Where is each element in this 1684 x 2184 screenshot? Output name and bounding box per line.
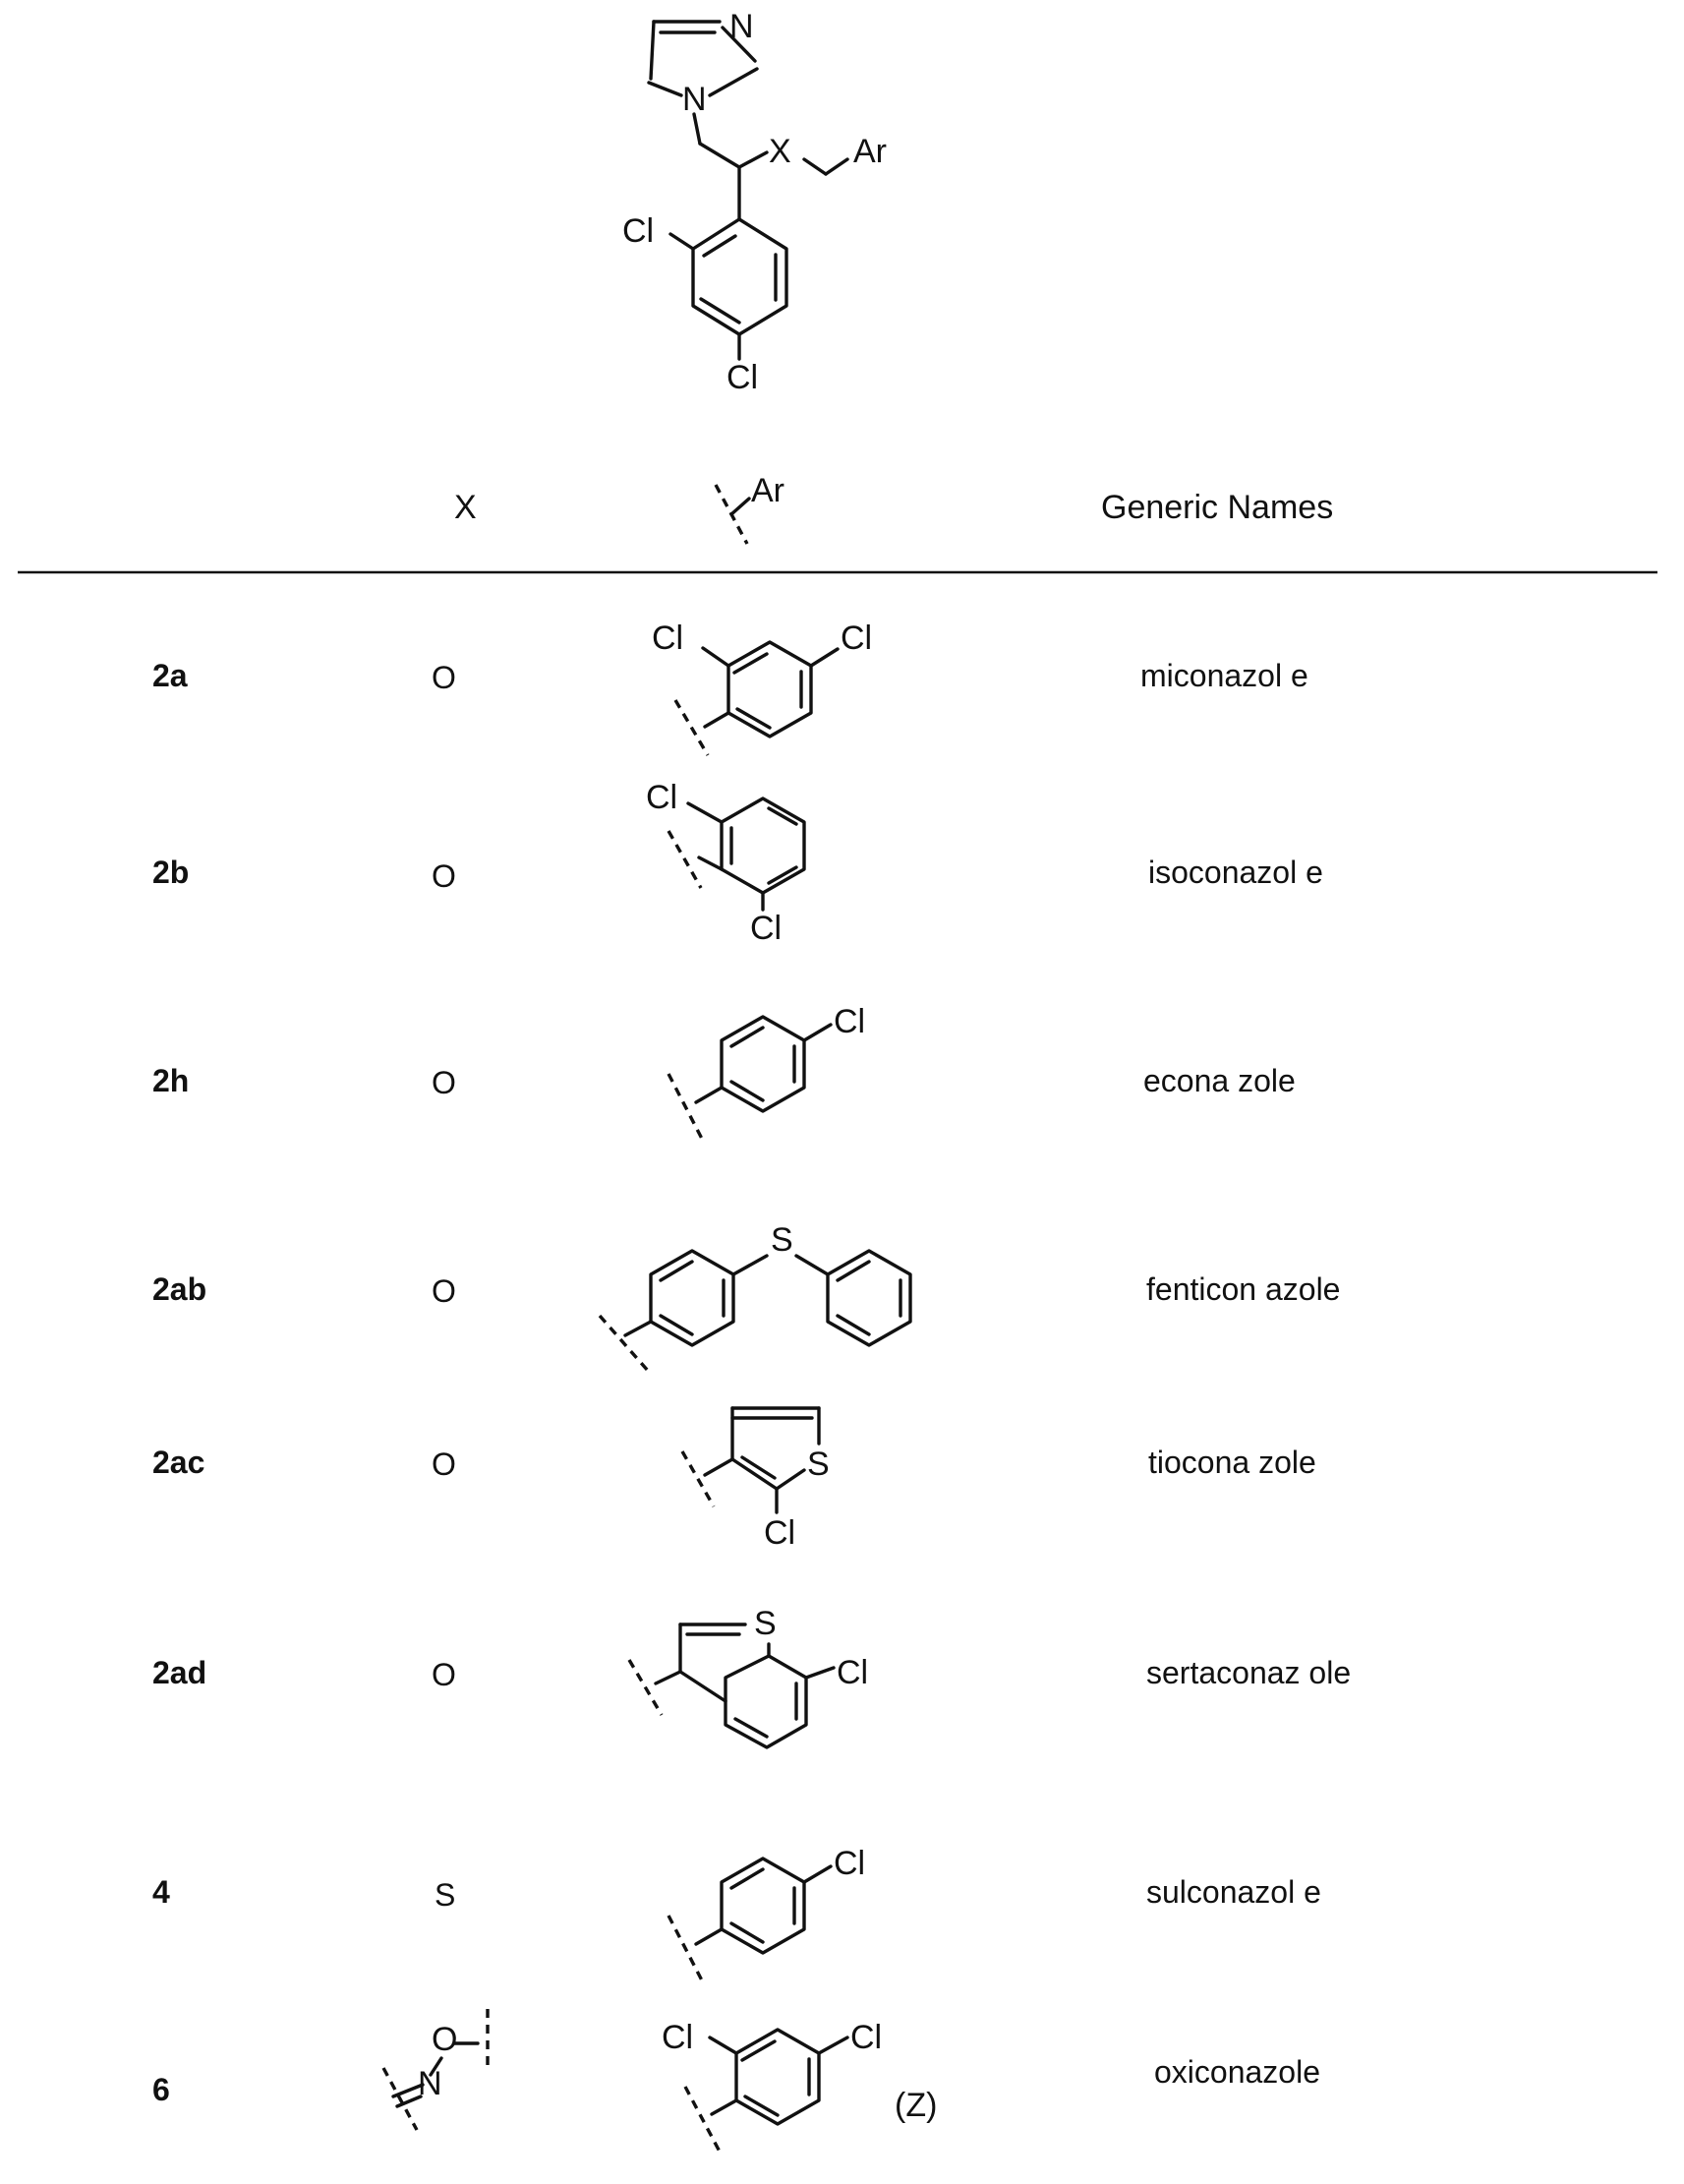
ar-structure: Cl xyxy=(667,1845,865,1983)
ar-label: S xyxy=(754,1605,777,1642)
ar-structure: Cl Cl xyxy=(646,779,806,947)
oxime-x-structure: O N xyxy=(381,2009,490,2131)
ar-structure: S Cl xyxy=(627,1605,868,1749)
imidazole-ring: N N xyxy=(647,8,759,118)
ar-label: Cl xyxy=(834,1003,865,1040)
core-cl-para-label: Cl xyxy=(726,359,758,396)
table-row: 2h O Cl econa zole xyxy=(152,1003,1296,1142)
header-ar-attachment-icon xyxy=(714,484,751,545)
ar-label: Cl xyxy=(646,779,677,816)
oxime-o-label: O xyxy=(432,2021,457,2058)
table-row: 2b O Cl Cl isoconazol e xyxy=(152,779,1323,947)
row-x: O xyxy=(432,1273,456,1309)
ar-structure: S Cl xyxy=(680,1406,830,1552)
generic-name: miconazol e xyxy=(1140,658,1308,693)
row-x: O xyxy=(432,660,456,695)
ar-label: Cl xyxy=(662,2019,693,2056)
table-header: X Ar Generic Names xyxy=(18,472,1657,574)
row-x: O xyxy=(432,1657,456,1692)
row-id: 2h xyxy=(152,1063,189,1098)
table-row: 2ad O S Cl sertaconaz ole xyxy=(152,1605,1351,1749)
ar-structure: Cl xyxy=(667,1003,865,1142)
generic-name: sertaconaz ole xyxy=(1146,1655,1351,1690)
core-x-label: X xyxy=(769,133,791,170)
generic-name: tiocona zole xyxy=(1148,1445,1316,1480)
ar-label: Cl xyxy=(837,1654,868,1691)
row-id: 4 xyxy=(152,1874,170,1910)
ar-structure: Cl Cl xyxy=(652,620,872,756)
row-id: 6 xyxy=(152,2072,170,2107)
header-x: X xyxy=(454,489,477,526)
ar-label: Cl xyxy=(750,910,782,947)
ar-label: Cl xyxy=(652,620,683,657)
ar-structure: Cl Cl (Z) xyxy=(662,2019,937,2153)
table-row: 2ab O S fenticon azole xyxy=(152,1221,1340,1374)
ar-label: Cl xyxy=(841,620,872,657)
row-x: O xyxy=(432,1065,456,1100)
generic-name: econa zole xyxy=(1143,1063,1296,1098)
oxime-n-label: N xyxy=(418,2065,442,2102)
row-x: O xyxy=(432,1446,456,1482)
imidazole-n3-label: N xyxy=(729,8,754,45)
core-structure: N N X Ar Cl Cl xyxy=(622,8,887,396)
generic-name: isoconazol e xyxy=(1148,855,1323,890)
row-id: 2ad xyxy=(152,1655,206,1690)
ar-structure: S xyxy=(598,1221,912,1374)
core-ar-label: Ar xyxy=(853,133,887,170)
row-id: 2ac xyxy=(152,1445,204,1480)
header-generic-names: Generic Names xyxy=(1101,489,1333,526)
table-row: 2a O Cl Cl miconazol e xyxy=(152,620,1308,756)
ar-label: S xyxy=(807,1446,830,1483)
imidazole-n1-label: N xyxy=(682,81,707,118)
generic-name: sulconazol e xyxy=(1146,1874,1321,1910)
ar-label: Cl xyxy=(850,2019,882,2056)
table-row: 2ac O S Cl tiocona zole xyxy=(152,1406,1316,1552)
header-ar: Ar xyxy=(751,472,784,509)
ar-label: S xyxy=(771,1221,793,1259)
generic-name: oxiconazole xyxy=(1154,2054,1320,2090)
generic-name: fenticon azole xyxy=(1146,1271,1340,1307)
table-row: 4 S Cl sulconazol e xyxy=(152,1845,1321,1983)
row-id: 2a xyxy=(152,658,188,693)
stereo-descriptor: (Z) xyxy=(895,2087,937,2124)
table-row: 6 O N Cl Cl (Z) oxiconazole xyxy=(152,2009,1320,2153)
row-x: S xyxy=(435,1877,455,1913)
ethyl-chain: X Ar xyxy=(692,112,887,176)
core-cl-ortho-label: Cl xyxy=(622,212,654,250)
row-x: O xyxy=(432,858,456,894)
ar-label: Cl xyxy=(764,1514,795,1552)
row-id: 2ab xyxy=(152,1271,206,1307)
dichlorophenyl-ring: Cl Cl xyxy=(622,165,788,396)
row-id: 2b xyxy=(152,855,189,890)
ar-label: Cl xyxy=(834,1845,865,1882)
